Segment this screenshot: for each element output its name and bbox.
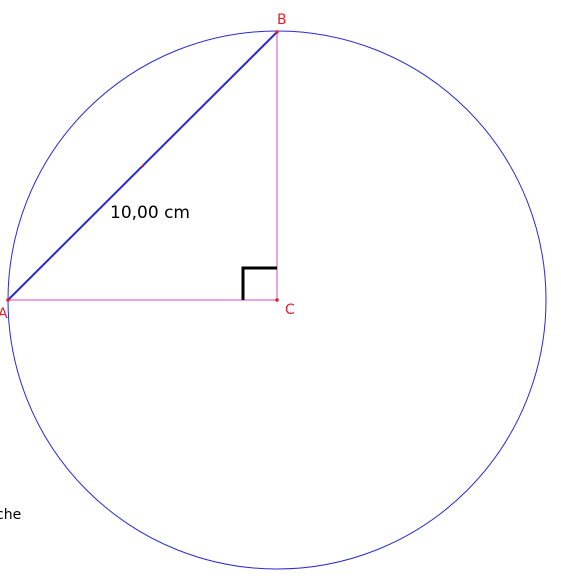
midpoint-ab <box>141 164 145 168</box>
label-b: B <box>277 12 287 28</box>
point-b[interactable] <box>275 30 279 34</box>
label-a: A <box>0 306 8 322</box>
point-c[interactable] <box>275 298 279 302</box>
right-angle-mark <box>241 266 277 300</box>
label-c: C <box>285 302 295 318</box>
length-ab-label: 10,00 cm <box>110 203 190 223</box>
point-a[interactable] <box>6 298 10 302</box>
side-text: che <box>0 507 21 523</box>
